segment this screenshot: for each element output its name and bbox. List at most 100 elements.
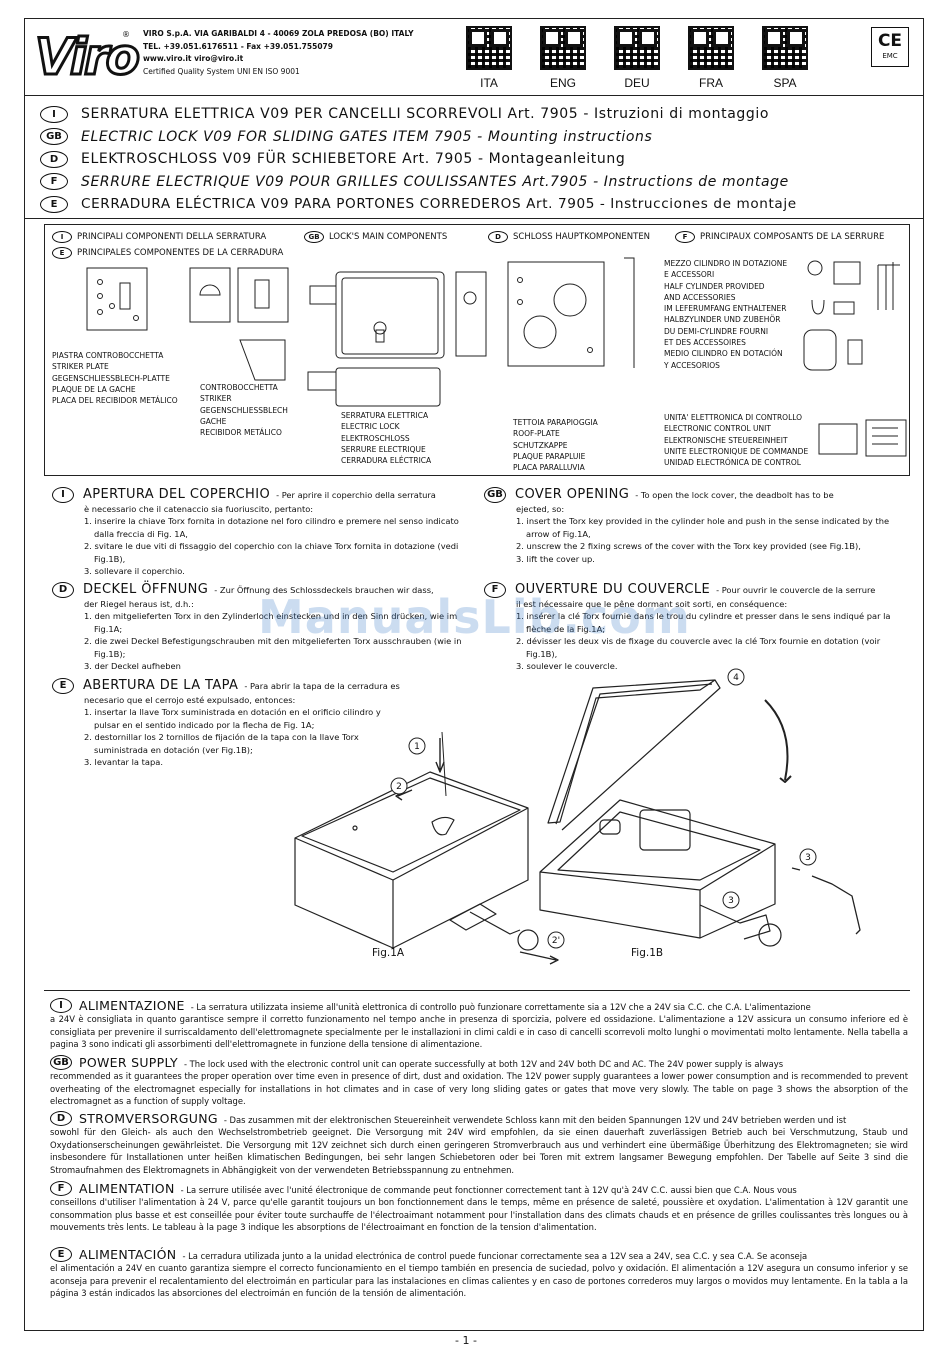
step: 3. lift the cover up. [516,553,595,564]
qr-spa[interactable]: SPA [762,26,808,90]
section-title: APERTURA DEL COPERCHIO [83,487,271,502]
qr-label: SPA [773,76,797,90]
step: 2. destornillar los 2 tornillos de fijac… [84,732,359,755]
qr-label: ITA [480,76,498,90]
lang-badge: D [52,582,74,598]
watermark: ManualsLib.com [258,590,691,644]
callout-label: 2 [396,782,402,792]
section-first-line: - Das zusammen mit der elektronischen St… [223,1115,847,1125]
qr-code-row: ITA ENG DEU FRA SPA [466,26,808,90]
step: 1. insertar la llave Torx suministrada e… [84,707,381,730]
callout-label: 3 [728,896,734,906]
caption-striker-plate: PIASTRA CONTROBOCCHETTA STRIKER PLATE GE… [52,350,178,406]
caption-lock: SERRATURA ELETTRICA ELECTRIC LOCK ELEKTR… [341,410,431,466]
striker-plate-drawing [86,267,148,331]
caption-text: TETTOIA PARAPIOGGIA ROOF-PLATE SCHUTZKAP… [513,418,598,473]
page-frame [24,18,924,1331]
step: 2. die zwei Deckel Befestigungschrauben … [84,636,462,659]
lang-badge: GB [484,487,506,503]
lang-badge: F [50,1181,72,1196]
step: 3. soulever le couvercle. [516,661,618,672]
section-intro: - Zur Öffnung des Schlossdeckels brauche… [214,585,434,595]
caption-roof-plate: TETTOIA PARAPIOGGIA ROOF-PLATE SCHUTZKAP… [513,417,598,473]
lang-badge: D [40,150,68,168]
callout-2 [390,777,408,795]
lang-badge: E [52,678,74,694]
section-intro: - Pour ouvrir le couvercle de la serrure [716,585,876,595]
section-text: el alimentación a 24V en cuanto garantiz… [50,1263,908,1299]
opening-section-gb: GB COVER OPENING - To open the lock cover,… [484,487,904,565]
lang-badge: D [50,1111,72,1126]
company-address: VIRO S.p.A. VIA GARIBALDI 4 - 40069 ZOLA… [143,29,414,38]
body-line: è necessario che il catenaccio sia fuori… [84,504,314,514]
qr-code-icon [466,26,512,70]
section-body: der Riegel heraus ist, d.h.: 1. den mitg… [84,598,462,672]
lang-badge: GB [50,1055,72,1070]
section-body: il est nécessaire que le pêne dormant so… [516,598,904,672]
registered-mark: ® [122,30,130,39]
fig-1a-lock [294,731,559,965]
callout-2-prime [547,931,565,949]
step: 3. der Deckel aufheben [84,661,181,672]
section-intro: - Per aprire il coperchio della serratur… [276,490,436,500]
qr-label: ENG [549,76,576,90]
company-quality: Certified Quality System UNI EN ISO 9001 [143,66,300,76]
qr-ita[interactable]: ITA [466,26,512,90]
qr-code-icon [614,26,660,70]
components-panel [44,224,910,476]
section-first-line: - La serratura utilizzata insieme all'un… [190,1002,811,1012]
title-text: SERRURE ELECTRIQUE V09 POUR GRILLES COUL… [81,173,789,190]
callout-1 [408,737,426,755]
qr-deu[interactable]: DEU [614,26,660,90]
callout-4 [727,668,745,686]
heading-text: SCHLOSS HAUPTKOMPONENTEN [513,232,651,242]
section-title: POWER SUPPLY [79,1055,178,1070]
callout-label: 1 [414,742,420,752]
section-title: STROMVERSORGUNG [79,1111,218,1126]
lang-badge: E [50,1247,72,1262]
roof-plate-drawing [507,261,605,367]
section-intro: - Para abrir la tapa de la cerradura es [244,681,400,691]
section-intro: - To open the lock cover, the deadbolt h… [635,490,834,500]
lang-badge: I [40,105,68,123]
striker-drawing [189,267,231,323]
emc-label: EMC [882,52,898,60]
callout-label: 2' [552,936,560,946]
ce-mark-box: CE EMC [871,27,909,67]
company-web: www.viro.it viro@viro.it [143,54,244,63]
company-info: VIRO S.p.A. VIA GARIBALDI 4 - 40069 ZOLA… [143,28,414,78]
caption-text: CONTROBOCCHETTA STRIKER GEGENSCHLIESSBLE… [200,383,288,438]
section-text: a 24V è consigliata in quanto garantisce… [50,1014,908,1050]
step: 1. insert the Torx key provided in the c… [516,516,890,539]
fig-1b-label: Fig.1B [631,947,664,959]
callout-label: 3 [805,853,811,863]
lang-badge: F [675,231,695,243]
company-phone: TEL. +39.051.6176511 - Fax +39.051.75507… [143,41,333,51]
step: 1. den mitgelieferten Torx in den Zylind… [84,611,458,634]
section-title: OUVERTURE DU COUVERCLE [515,582,711,597]
lang-badge: GB [40,128,68,146]
lang-badge: E [40,195,68,213]
page-number: - 1 - [455,1334,477,1347]
caption-text: MEZZO CILINDRO IN DOTAZIONE E ACCESSORI … [664,259,788,370]
qr-code-icon [762,26,808,70]
body-line: necesario que el cerrojo esté expulsado,… [84,695,296,705]
section-title: ALIMENTATION [79,1181,175,1196]
qr-fra[interactable]: FRA [688,26,734,90]
callout-3b [722,891,740,909]
section-first-line: - La serrure utilisée avec l'unité élect… [180,1185,797,1195]
divider [24,95,924,96]
callout-label: 4 [733,673,739,683]
lang-badge: I [50,998,72,1013]
step: 1. insérer la clé Torx fournie dans le t… [516,611,891,634]
callout-3a [799,848,817,866]
section-title: COVER OPENING [515,487,630,502]
qr-eng[interactable]: ENG [540,26,586,90]
